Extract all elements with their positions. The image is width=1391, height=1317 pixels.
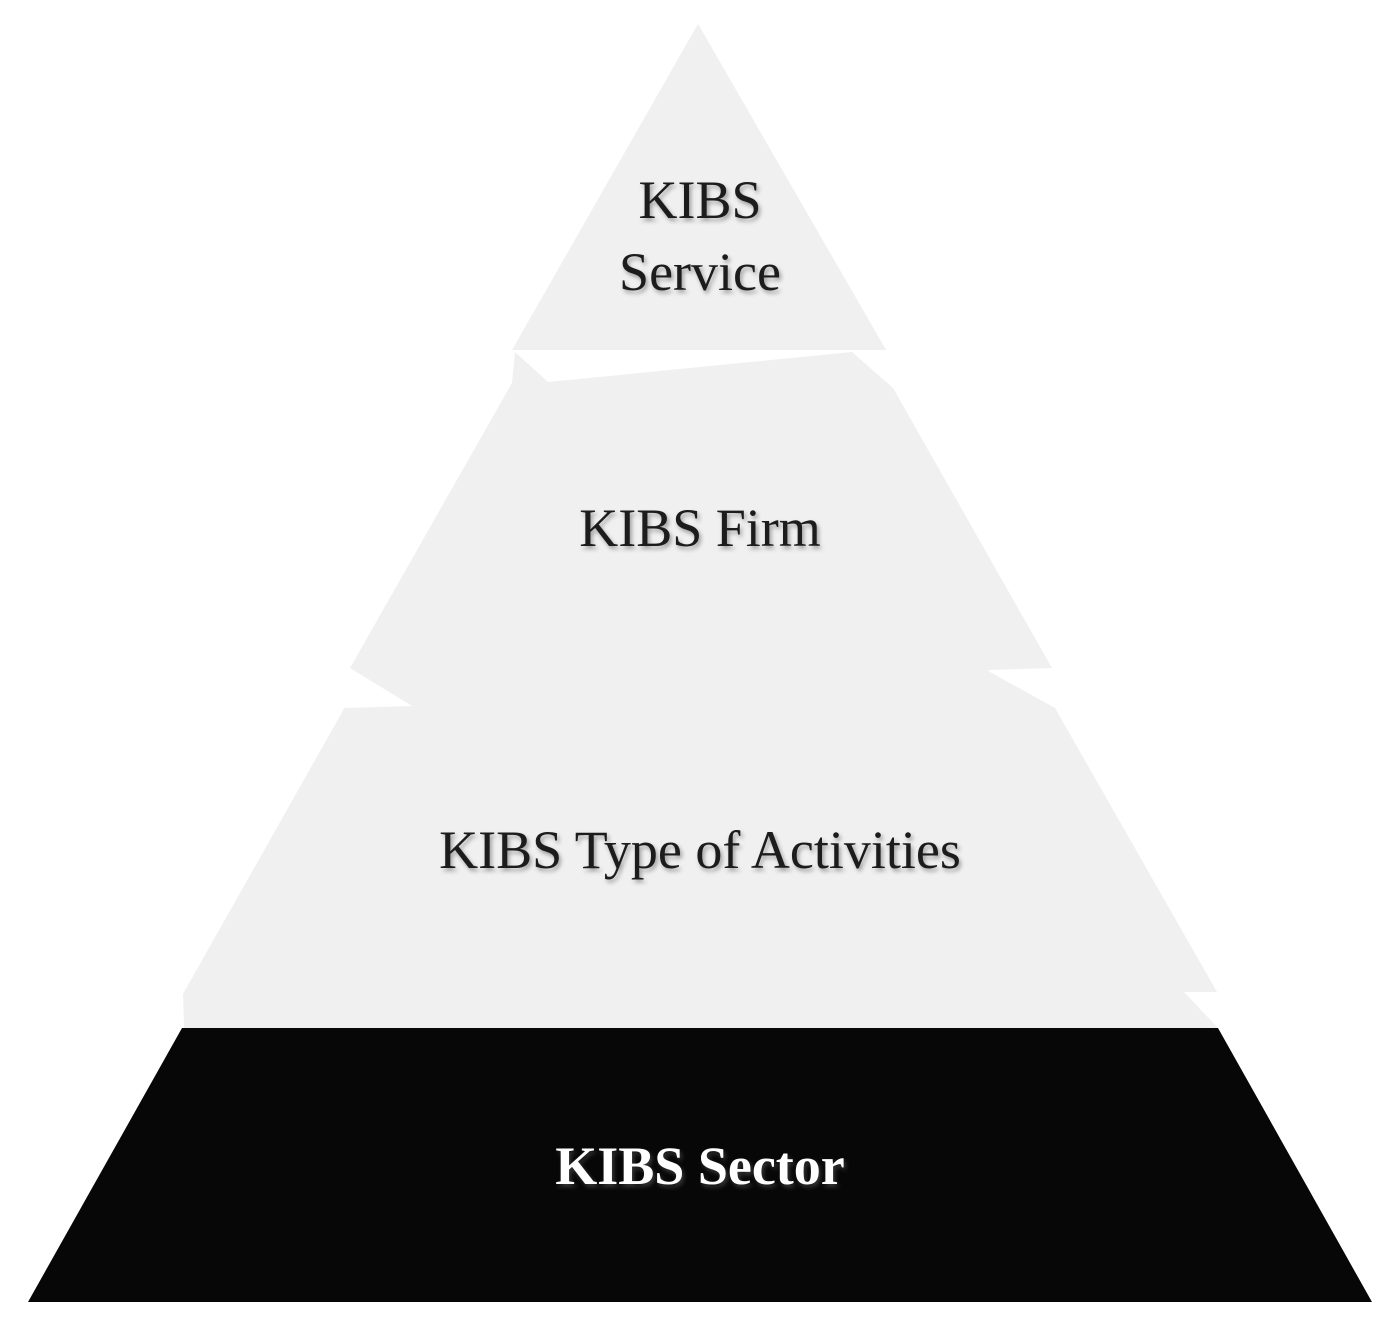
level-service-label-line-2: Service bbox=[619, 242, 781, 302]
level-sector-label: KIBS Sector bbox=[555, 1136, 845, 1196]
pyramid-level-service-shape bbox=[512, 24, 886, 350]
pyramid-level-sector bbox=[28, 1028, 1372, 1302]
pyramid-level-type-of-activities bbox=[183, 672, 1218, 1028]
pyramid-level-firm bbox=[350, 352, 1052, 706]
level-firm-label: KIBS Firm bbox=[579, 498, 821, 558]
level-type-of-activities-label: KIBS Type of Activities bbox=[439, 820, 961, 880]
level-service-label-line-1: KIBS bbox=[638, 170, 761, 230]
